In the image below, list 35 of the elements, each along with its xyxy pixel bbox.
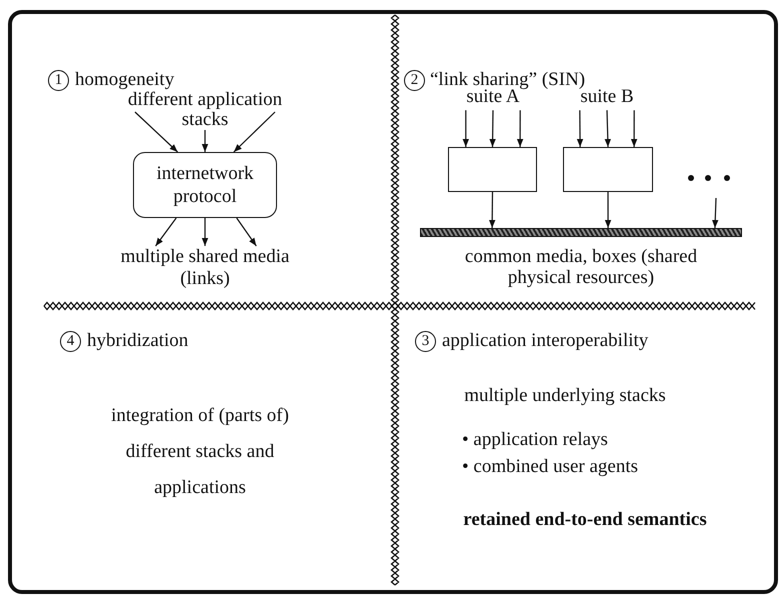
node-text: different application stacks: [105, 90, 305, 130]
description-text: multiple underlying stacks: [463, 384, 667, 408]
arrow: [630, 110, 638, 147]
arrow: [489, 110, 496, 147]
circled-number: 1: [48, 70, 69, 91]
empty-box: [563, 147, 653, 192]
arrow: [576, 110, 584, 147]
arrow: [462, 110, 469, 147]
section-heading: hybridization: [87, 329, 188, 353]
circled-number: 3: [415, 331, 436, 352]
description-text: retained end-to-end semantics: [462, 508, 708, 532]
arrow: [489, 192, 496, 228]
section-heading: application interoperability: [442, 329, 648, 353]
arrow: [604, 110, 611, 148]
node-text: multiple shared media (links): [110, 246, 300, 290]
section-heading: “link sharing” (SIN): [430, 68, 586, 90]
arrow: [233, 112, 276, 152]
process-box: internetwork protocol: [133, 152, 277, 218]
empty-box: [448, 147, 537, 192]
arrow: [134, 112, 178, 152]
arrow: [155, 218, 177, 246]
node-label: common media, boxes (shared physical resources): [464, 246, 698, 288]
arrow: [236, 218, 257, 246]
bullet-item: • application relays: [462, 428, 608, 452]
bullet-item: • combined user agents: [462, 455, 638, 479]
description-text: integration of (parts of) different stacks and applications: [110, 404, 290, 500]
arrow: [604, 192, 612, 228]
section-heading: homogeneity: [75, 68, 174, 92]
arrow: [202, 130, 208, 152]
circled-number: 2: [404, 70, 425, 91]
arrow: [516, 110, 524, 147]
shared-media-bar: [420, 228, 742, 237]
arrow: [712, 198, 718, 228]
arrow: [202, 218, 208, 246]
circled-number: 4: [60, 331, 81, 352]
